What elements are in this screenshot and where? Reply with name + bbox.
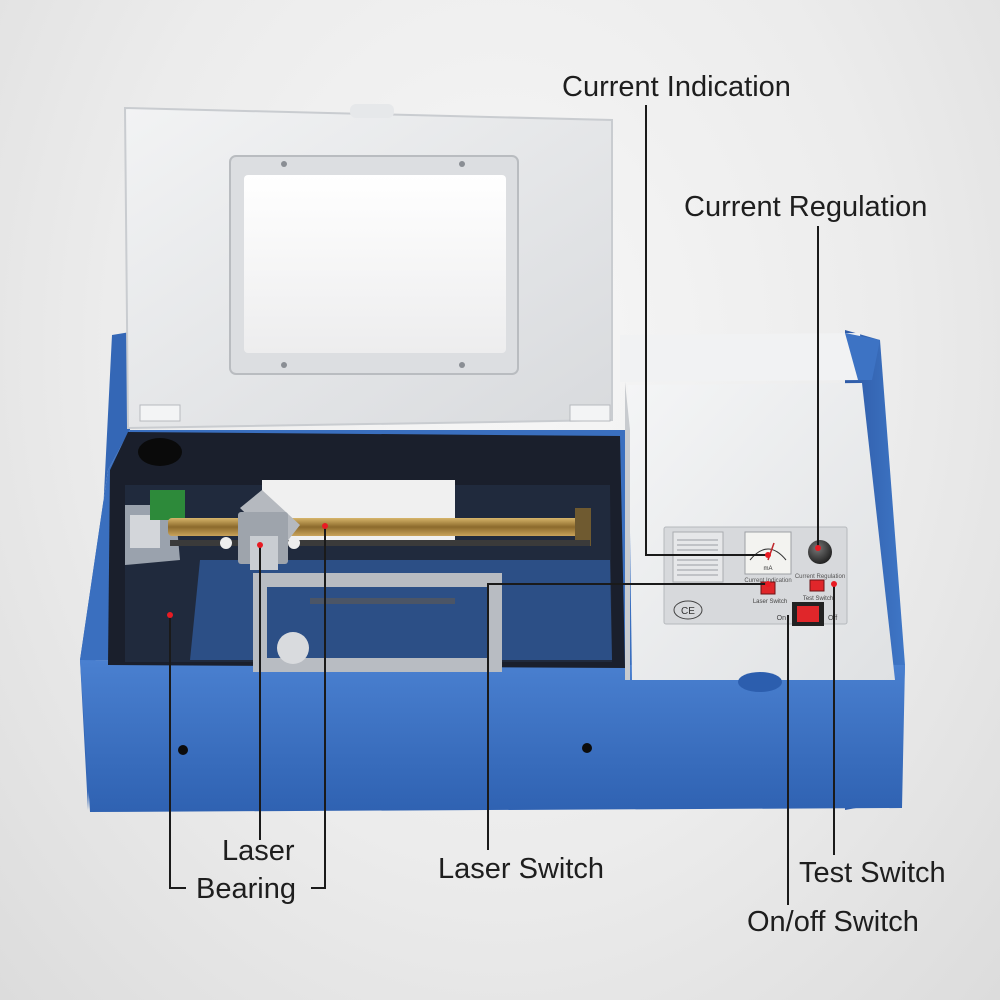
knob-label: Current Regulation <box>795 574 845 580</box>
callout-markers <box>167 523 837 618</box>
on-label: On <box>777 615 786 622</box>
laser-switch-plate-label: Laser Switch <box>753 599 787 605</box>
control-panel: mA Current Indication Current Regulation… <box>625 382 895 692</box>
work-chamber <box>108 432 625 672</box>
current-regulation-label: Current Regulation <box>684 191 928 223</box>
laser-label: Laser <box>222 835 295 867</box>
current-indication-label: Current Indication <box>562 71 791 103</box>
ammeter-unit: mA <box>764 566 773 572</box>
lid <box>123 104 613 430</box>
callout-lines <box>169 105 835 905</box>
test-switch-plate-label: Test Switch <box>803 596 833 602</box>
off-label: Off <box>828 615 837 622</box>
onoff-switch-label: On/off Switch <box>747 906 919 938</box>
laser-switch-label: Laser Switch <box>438 853 605 885</box>
test-switch-button[interactable] <box>809 579 825 592</box>
laser-head <box>220 490 300 570</box>
ce-mark: CE <box>681 606 695 617</box>
test-switch-label: Test Switch <box>799 857 946 889</box>
bearing-label: Bearing <box>196 873 296 905</box>
